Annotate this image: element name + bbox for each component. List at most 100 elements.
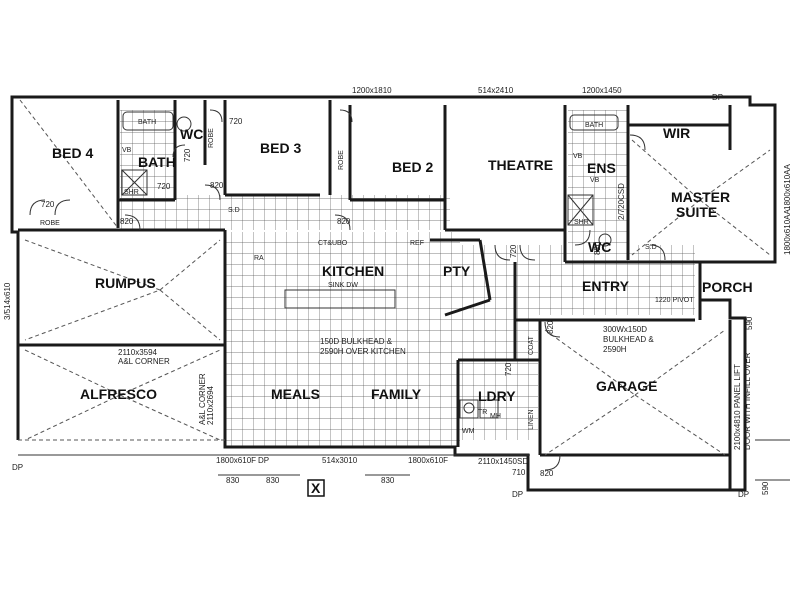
dim-bulkhead-kitchen-1: 150D BULKHEAD & bbox=[320, 337, 393, 346]
label-tr: TR bbox=[478, 409, 487, 416]
dim-820-f: 820 bbox=[593, 241, 602, 255]
room-wc-2: WC bbox=[588, 239, 611, 255]
room-garage: GARAGE bbox=[596, 378, 657, 394]
dim-dp-4: DP bbox=[738, 490, 749, 499]
dim-720-b: 720 bbox=[157, 182, 171, 191]
room-bed4: BED 4 bbox=[52, 145, 93, 161]
dim-left-1: 3/514x610 bbox=[3, 282, 12, 320]
dim-720-c: 720 bbox=[183, 148, 192, 162]
dim-720-a: 720 bbox=[41, 200, 55, 209]
dim-dp-2: DP bbox=[712, 93, 723, 102]
dim-710: 710 bbox=[512, 468, 526, 477]
room-alfresco: ALFRESCO bbox=[80, 386, 157, 402]
label-ra: RA bbox=[254, 255, 264, 262]
room-family: FAMILY bbox=[371, 386, 422, 402]
dim-bottom-3: 1800x610F bbox=[408, 456, 448, 465]
room-bed2: BED 2 bbox=[392, 159, 433, 175]
label-linen: LINEN bbox=[528, 409, 535, 430]
label-bath-tub: BATH bbox=[138, 119, 156, 126]
dim-bulkhead-garage-3: 2590H bbox=[603, 345, 627, 354]
dim-garage-door: 2100x4810 PANEL LIFT bbox=[733, 364, 742, 450]
label-coat: COAT bbox=[528, 335, 535, 355]
dim-top-2: 514x2410 bbox=[478, 86, 514, 95]
label-robe-3: ROBE bbox=[338, 150, 345, 170]
dim-dp-3: DP bbox=[512, 490, 523, 499]
dim-830-c: 830 bbox=[381, 476, 395, 485]
dim-720-e: 720 bbox=[509, 244, 518, 258]
label-sink-dw: SINK DW bbox=[328, 282, 358, 289]
dim-bulkhead-garage-2: BULKHEAD & bbox=[603, 335, 654, 344]
room-labels: BED 4 BATH WC BED 3 BED 2 THEATRE ENS WI… bbox=[52, 125, 753, 404]
room-meals: MEALS bbox=[271, 386, 320, 402]
dim-ens-door: 2/720CSD bbox=[617, 183, 626, 220]
room-bed3: BED 3 bbox=[260, 140, 301, 156]
x-marker: X bbox=[307, 479, 325, 497]
dim-dp-5: DP bbox=[258, 456, 269, 465]
label-vb-2: VB bbox=[573, 153, 583, 160]
dim-right-1: 1800x610AA bbox=[783, 164, 792, 210]
label-shr-1: SHR bbox=[124, 189, 139, 196]
fixtures-drawings bbox=[121, 111, 619, 419]
dim-820-e: 820 bbox=[540, 469, 554, 478]
door-swings bbox=[29, 109, 666, 471]
label-ens-bath: BATH bbox=[585, 122, 603, 129]
dim-820-c: 820 bbox=[337, 217, 351, 226]
label-robe-1: ROBE bbox=[40, 220, 60, 227]
label-sd-1: S.D bbox=[228, 207, 240, 214]
dim-590-a: 590 bbox=[745, 316, 754, 330]
dim-720-f: 720 bbox=[504, 362, 513, 376]
dimension-labels: 720 720 720 720 720 720 820 820 820 820 … bbox=[3, 86, 792, 499]
room-kitchen: KITCHEN bbox=[322, 263, 384, 279]
label-mh: MH bbox=[490, 413, 501, 420]
label-sd-2: S.D bbox=[645, 244, 657, 251]
dim-590-b: 590 bbox=[761, 481, 770, 495]
label-pivot: 1220 PIVOT bbox=[655, 297, 694, 304]
dim-corner-v2: 2110x2694 bbox=[206, 385, 215, 425]
label-wm: WM bbox=[462, 428, 475, 435]
room-theatre: THEATRE bbox=[488, 157, 553, 173]
dim-820-a: 820 bbox=[120, 217, 134, 226]
dim-820-d: 820 bbox=[546, 320, 555, 334]
room-wc-1: WC bbox=[180, 126, 203, 142]
dim-top-3: 1200x1450 bbox=[582, 86, 622, 95]
exterior-walls bbox=[10, 95, 777, 492]
x-marker-label: X bbox=[311, 480, 321, 496]
label-vb-3: VB bbox=[590, 177, 600, 184]
room-entry: ENTRY bbox=[582, 278, 630, 294]
room-ldry: LDRY bbox=[478, 388, 516, 404]
room-ens: ENS bbox=[587, 160, 616, 176]
room-pty: PTY bbox=[443, 263, 471, 279]
dim-alfresco-corner: A&L CORNER bbox=[118, 357, 170, 366]
dim-corner-v: A&L CORNER bbox=[198, 373, 207, 425]
dim-top-1: 1200x1810 bbox=[352, 86, 392, 95]
dimension-lines bbox=[18, 439, 790, 481]
dim-bottom-2: 514x3010 bbox=[322, 456, 358, 465]
fixture-labels: BATH BATH VB VB VB SHR SHR ROBE ROBE ROB… bbox=[40, 119, 694, 435]
interior-walls bbox=[18, 100, 732, 490]
room-bath: BATH bbox=[138, 154, 176, 170]
label-ref: REF bbox=[410, 240, 424, 247]
room-master: MASTER bbox=[671, 189, 730, 205]
dim-dp-1: DP bbox=[12, 463, 23, 472]
room-suite: SUITE bbox=[676, 204, 717, 220]
label-ct-ubo: CT&UBO bbox=[318, 240, 348, 247]
roof-hip-lines bbox=[19, 99, 771, 456]
dim-bottom-4: 2110x1450SD bbox=[478, 457, 528, 466]
dim-830-b: 830 bbox=[266, 476, 280, 485]
dim-garage-door-2: DOOR WITH INFILL OVER bbox=[743, 352, 752, 450]
room-rumpus: RUMPUS bbox=[95, 275, 156, 291]
dim-720-d: 720 bbox=[229, 117, 243, 126]
room-porch: PORCH bbox=[702, 279, 753, 295]
dim-right-2: 1800x610AA bbox=[783, 209, 792, 255]
dim-bulkhead-garage-1: 300Wx150D bbox=[603, 325, 647, 334]
dim-bulkhead-kitchen-2: 2590H OVER KITCHEN bbox=[320, 347, 406, 356]
dim-alfresco-span: 2110x3594 bbox=[118, 348, 158, 357]
dim-820-b: 820 bbox=[210, 181, 224, 190]
room-wir: WIR bbox=[663, 125, 690, 141]
dim-830-a: 830 bbox=[226, 476, 240, 485]
label-shr-2: SHR bbox=[574, 219, 589, 226]
label-robe-2: ROBE bbox=[208, 128, 215, 148]
label-vb-1: VB bbox=[122, 147, 132, 154]
dim-bottom-1: 1800x610F bbox=[216, 456, 256, 465]
